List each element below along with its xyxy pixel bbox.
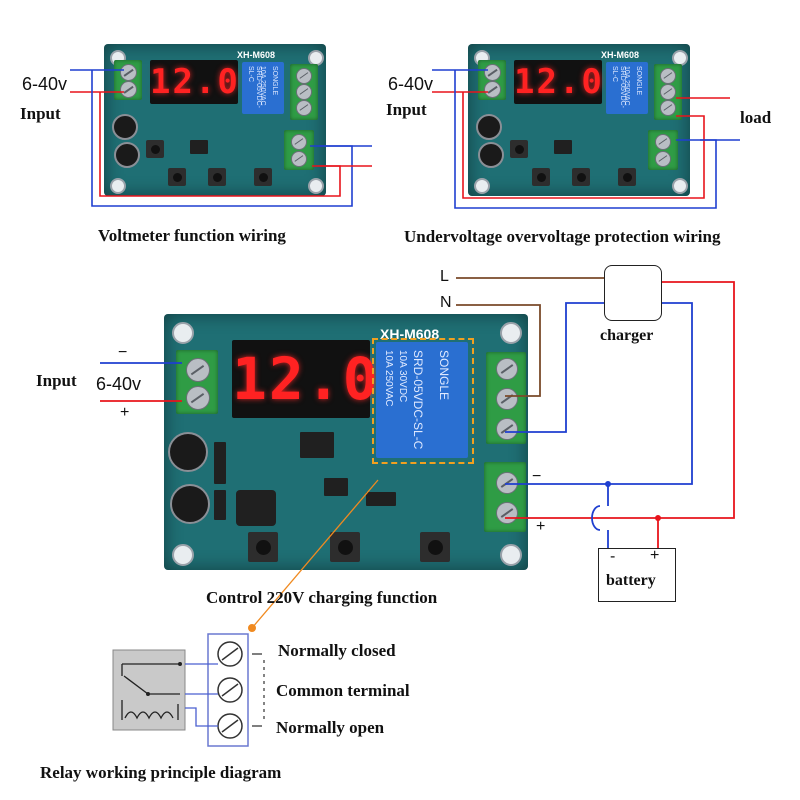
button-1 <box>248 532 278 562</box>
battery-terminal <box>648 130 678 170</box>
voltage-display: 12.0 <box>150 60 240 104</box>
relay: SRD-05VDC-SL-C 10A 250VAC SONGLE <box>242 62 284 114</box>
output-minus-label: − <box>532 468 542 485</box>
panel3-minus-label: − <box>118 344 128 361</box>
panel1-input-label: Input <box>20 104 61 123</box>
panel2-voltage-label: 6-40v <box>388 74 434 94</box>
battery-label: battery <box>606 572 656 589</box>
output-terminal <box>486 352 526 444</box>
model-label: XH-M608 <box>601 50 640 60</box>
relay-highlight <box>372 338 474 464</box>
normally-closed-label: Normally closed <box>278 641 396 660</box>
panel3-voltage-label: 6-40v <box>96 374 142 394</box>
input-terminal <box>176 350 218 414</box>
module-board-panel1: 12.0 XH-M608 SRD-05VDC-SL-C 10A 250VAC S… <box>104 44 326 196</box>
relay: SRD-05VDC-SL-C 10A 250VAC SONGLE <box>606 62 648 114</box>
battery-terminal <box>484 462 526 532</box>
normally-open-label: Normally open <box>276 718 385 737</box>
charger-label: charger <box>600 327 654 344</box>
panel3-caption: Control 220V charging function <box>206 588 438 607</box>
input-terminal <box>478 60 506 100</box>
battery-minus-label: - <box>610 548 616 565</box>
voltage-display: 12.0 <box>514 60 604 104</box>
output-terminal <box>290 64 318 120</box>
output-plus-label: + <box>536 518 546 535</box>
button-2 <box>330 532 360 562</box>
input-terminal <box>114 60 142 100</box>
module-board-panel2: 12.0 XH-M608 SRD-05VDC-SL-C 10A 250VAC S… <box>468 44 690 196</box>
button-3 <box>420 532 450 562</box>
module-board-main: 12.0 XH-M608 10A 250VAC 10A 30VDC SRD-05… <box>164 314 528 570</box>
voltage-display: 12.0 <box>232 340 378 418</box>
panel2-load-label: load <box>740 108 772 127</box>
panel3-plus-label: + <box>120 404 130 421</box>
panel3-input-label: Input <box>36 371 77 390</box>
model-label: XH-M608 <box>237 50 276 60</box>
charger-box <box>604 265 662 321</box>
output-terminal <box>654 64 682 120</box>
battery-terminal <box>284 130 314 170</box>
common-terminal-label: Common terminal <box>276 681 410 700</box>
battery-box <box>598 548 676 602</box>
relay: 10A 250VAC 10A 30VDC SRD-05VDC-SL-C SONG… <box>376 342 468 458</box>
panel2-input-label: Input <box>386 100 427 119</box>
panel1-voltage-label: 6-40v <box>22 74 68 94</box>
panel2-caption: Undervoltage overvoltage protection wiri… <box>404 227 721 246</box>
line-L-label: L <box>440 268 449 285</box>
relay-caption: Relay working principle diagram <box>40 763 282 782</box>
battery-plus-label: + <box>650 547 660 564</box>
panel1-caption: Voltmeter function wiring <box>98 226 286 245</box>
line-N-label: N <box>440 294 452 311</box>
